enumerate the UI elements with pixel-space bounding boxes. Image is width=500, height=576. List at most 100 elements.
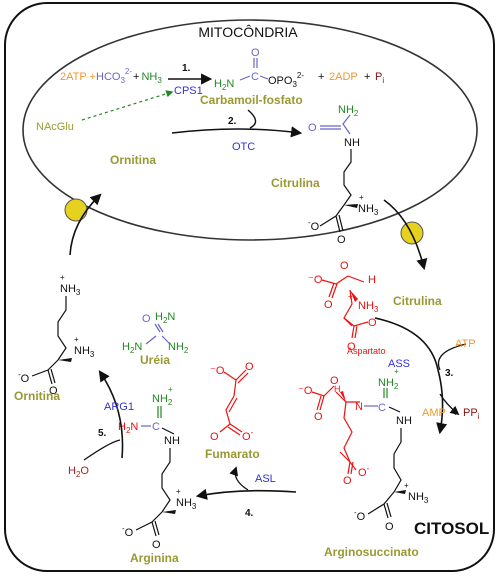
- adp-product: 2ADP: [329, 71, 358, 83]
- as-o-minus: ⁻O: [298, 385, 313, 397]
- bond: [383, 503, 389, 519]
- ppi-product: PPi: [463, 407, 480, 421]
- fumarate-o-minus2: O-: [242, 428, 254, 443]
- bond: [347, 461, 351, 475]
- step-3-number: 3.: [445, 368, 454, 379]
- wedge-bond: [162, 510, 176, 514]
- fumarate-out-arrow: [229, 466, 249, 491]
- aspartate-h: H: [368, 274, 376, 286]
- wedge-bond: [350, 290, 358, 302]
- ornithine-mito-label: Ornitina: [110, 153, 156, 167]
- as-nh2: NH2: [378, 377, 399, 391]
- bond: [229, 423, 243, 433]
- bond: [342, 114, 351, 135]
- citrulline-nh: NH: [344, 137, 360, 149]
- charge-plus: +: [74, 335, 79, 344]
- carbamoyl-in-arrow: [247, 109, 257, 129]
- bond: [239, 75, 251, 81]
- bond: [319, 395, 325, 411]
- bond: [316, 395, 322, 411]
- charge-plus: +: [176, 487, 181, 496]
- amp-out-arrow: [439, 393, 460, 416]
- citrulline-o2: O: [337, 234, 346, 246]
- arginine-nh: NH: [164, 435, 180, 447]
- carbamoyl-nh2: H2N: [214, 78, 234, 92]
- as-c: C: [378, 402, 386, 414]
- bond: [351, 325, 355, 339]
- bond: [335, 215, 341, 233]
- citrulline-o-minus: -O: [308, 218, 320, 233]
- ornithine-backbone: [57, 296, 67, 361]
- bond: [227, 426, 241, 436]
- bond: [145, 335, 157, 345]
- arginine-nh2: NH2: [152, 393, 173, 407]
- ornithine-nh3: NH3: [74, 345, 95, 359]
- urea-nh2-left: H2N: [122, 341, 142, 355]
- aspartate-nh3: NH3: [358, 300, 379, 314]
- wedge-bond: [58, 358, 72, 362]
- water-in-arrow: [83, 439, 121, 461]
- citrulline-o: O: [308, 122, 317, 134]
- aspartate-o-bottom: O: [347, 341, 356, 353]
- mitochondrion-membrane: [22, 19, 478, 241]
- bond: [154, 520, 160, 536]
- as-o-left: O: [314, 411, 323, 423]
- urea-label: Uréia: [140, 353, 170, 367]
- bond: [161, 335, 171, 345]
- fumarate-o-top: O: [245, 361, 254, 373]
- bond: [161, 427, 175, 435]
- as-o-bottom: O: [343, 475, 352, 487]
- arrow-2: [171, 126, 303, 138]
- bond: [338, 214, 344, 232]
- ornithine-o: O: [49, 385, 58, 397]
- charge-plus: +: [394, 367, 399, 376]
- cps1-enzyme: CPS1: [174, 85, 203, 97]
- bond: [50, 368, 56, 384]
- bond: [225, 395, 235, 425]
- citrulline-nh3: NH3: [358, 203, 379, 217]
- bond: [311, 385, 335, 397]
- plus-sign: +: [452, 407, 458, 419]
- aspartate-o-minus: ⁻O: [308, 274, 323, 286]
- as-nh: NH: [396, 415, 412, 427]
- aspartate-label: Aspartato: [347, 346, 386, 356]
- atp-reactant: 2ATP +: [60, 71, 96, 83]
- fumarate-label: Fumarato: [205, 447, 260, 461]
- nacglu-activator: NAcGlu: [36, 121, 74, 133]
- charge-plus: +: [404, 481, 409, 490]
- arginine-nh3: NH3: [176, 497, 197, 511]
- wedge-bond: [394, 490, 406, 494]
- cell-membrane: [4, 2, 495, 572]
- atp-cyto: ATP: [455, 338, 476, 350]
- reaction-4: 4. ASL ⁻O O O O- Fumarato H2N C NH2 + NH…: [118, 361, 297, 565]
- bond: [386, 502, 392, 518]
- fumarate-o-minus: ⁻O: [210, 365, 225, 377]
- ornithine-transporter: [64, 198, 88, 222]
- as-backbone: [393, 428, 402, 493]
- bond: [219, 423, 231, 433]
- reaction-3: Citrulina ⁻O O O H NH3 + O O- Aspartato …: [298, 260, 480, 559]
- water-reactant: H2O: [68, 465, 89, 479]
- plus-sign: +: [364, 71, 370, 83]
- citrulline-export-arrow: [383, 199, 428, 271]
- reaction-2: 2. OTC Ornitina Citrulina NH2 O NH NH3 +…: [110, 104, 379, 246]
- bond: [154, 323, 161, 333]
- bond: [339, 451, 351, 463]
- activation-arrow: [81, 90, 174, 121]
- citrulline-cyto-label: Citrulina: [393, 294, 442, 308]
- bond: [223, 371, 237, 397]
- bond: [347, 275, 365, 283]
- as-h: H: [334, 384, 341, 394]
- urea-nh2-right: NH2: [168, 341, 189, 355]
- step-5-number: 5.: [98, 428, 107, 439]
- urea-o: O: [142, 313, 151, 325]
- bond: [47, 369, 53, 385]
- bond: [151, 521, 157, 537]
- otc-enzyme: OTC: [232, 141, 255, 153]
- charge-plus: +: [168, 385, 173, 394]
- arrow-4: [195, 488, 297, 500]
- fumarate-o-left: O: [210, 431, 219, 443]
- arginine-label: Arginina: [130, 551, 179, 565]
- argininosuccinate-label: Arginosuccinato: [324, 545, 419, 559]
